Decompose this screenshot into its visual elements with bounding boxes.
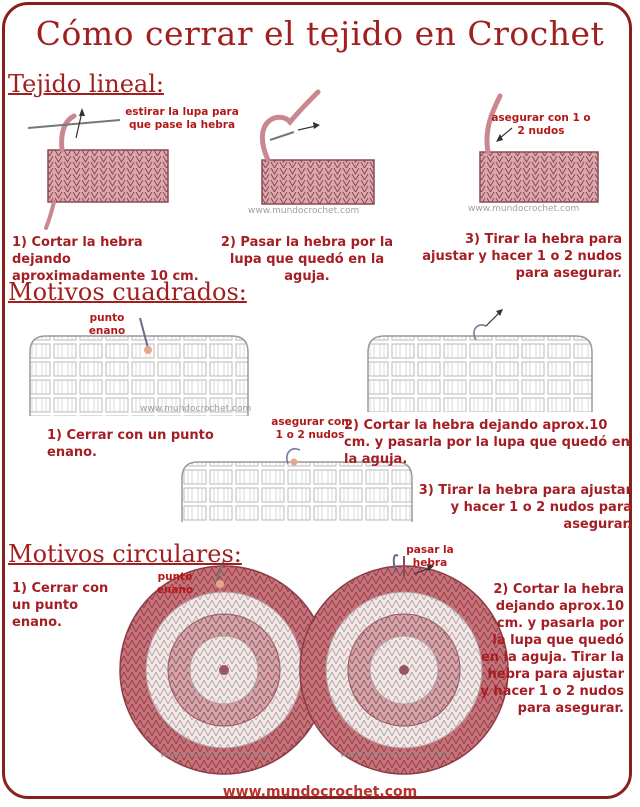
square-step-1: 1) Cerrar con un punto enano. (47, 428, 214, 460)
watermark: www.mundocrochet.com (248, 206, 360, 216)
website-footer[interactable]: www.mundocrochet.com (222, 784, 418, 800)
linear-fabric-2 (259, 89, 375, 205)
linear-fabric-3 (479, 93, 599, 203)
linear-step-3: 3) Tirar la hebra para ajustar y hacer 1… (422, 232, 622, 281)
circular-step-1: 1) Cerrar con un punto enano. (12, 581, 109, 630)
section-heading-square: Motivos cuadrados: (8, 278, 247, 306)
linear-fabric-1 (27, 108, 169, 230)
label-stretch-loop: estirar la lupa para que pase la hebra (125, 106, 239, 131)
watermark: www.mundocrochet.com (340, 750, 452, 760)
watermark: www.mundocrochet.com (468, 204, 580, 214)
square-motif-3 (181, 448, 413, 522)
square-motif-2 (367, 309, 593, 412)
circle-motif-1 (119, 559, 329, 775)
circle-motif-2 (299, 554, 509, 775)
label-slip-stitch-circular: punto enano (156, 571, 194, 596)
linear-step-2: 2) Pasar la hebra por la lupa que quedó … (220, 235, 394, 284)
section-heading-linear: Tejido lineal: (8, 70, 164, 98)
label-secure-knots-square: asegurar con 1 o 2 nudos (271, 416, 349, 441)
square-step-3: 3) Tirar la hebra para ajustar y hacer 1… (418, 483, 632, 532)
square-motif-1 (29, 317, 249, 416)
square-step-2: 2) Cortar la hebra dejando aprox.10 cm. … (344, 418, 630, 467)
linear-step-1: 1) Cortar la hebra dejando aproximadamen… (12, 235, 199, 284)
page-title: Cómo cerrar el tejido en Crochet (35, 14, 605, 53)
watermark: www.mundocrochet.com (140, 404, 252, 414)
label-secure-knots-linear: asegurar con 1 o 2 nudos (491, 112, 591, 137)
circular-step-2: 2) Cortar la hebra dejando aprox.10 cm. … (480, 582, 624, 716)
watermark: www.mundocrochet.com (160, 750, 272, 760)
section-heading-circular: Motivos circulares: (8, 540, 242, 568)
label-slip-stitch-square: punto enano (88, 312, 126, 337)
page-frame (2, 2, 632, 799)
label-pass-thread: pasar la hebra (406, 544, 454, 569)
